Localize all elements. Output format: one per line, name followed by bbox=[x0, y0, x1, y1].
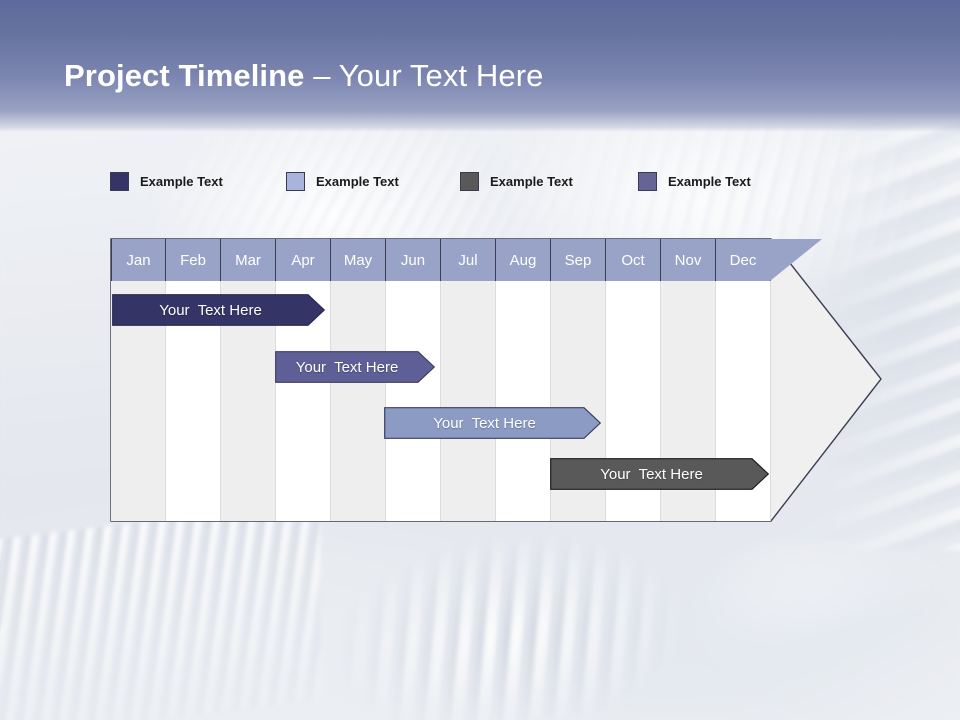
column-separator bbox=[165, 281, 166, 521]
timeline-task-bar[interactable]: Your Text Here bbox=[550, 458, 770, 490]
month-header-mar[interactable]: Mar bbox=[221, 239, 276, 281]
background-connector-pins-center bbox=[294, 509, 736, 720]
column-separator bbox=[220, 281, 221, 521]
timeline-month-column bbox=[496, 281, 551, 521]
legend: Example Text Example Text Example Text Exam… bbox=[110, 168, 810, 196]
column-separator bbox=[385, 281, 386, 521]
task-bar-label: Your Text Here bbox=[159, 301, 262, 319]
page-title: Project Timeline – Your Text Here bbox=[64, 58, 543, 94]
month-header-nov[interactable]: Nov bbox=[661, 239, 716, 281]
legend-color-swatch bbox=[638, 171, 657, 191]
legend-color-swatch bbox=[110, 171, 129, 191]
column-separator bbox=[440, 281, 441, 521]
task-bar-shape bbox=[550, 458, 770, 490]
timeline-month-column bbox=[386, 281, 441, 521]
timeline-month-column bbox=[331, 281, 386, 521]
legend-item-label: Example Text bbox=[316, 173, 399, 189]
legend-item: Example Text bbox=[110, 168, 223, 194]
legend-color-swatch bbox=[460, 171, 479, 191]
column-separator bbox=[550, 281, 551, 521]
legend-item: Example Text bbox=[286, 168, 399, 194]
legend-item-label: Example Text bbox=[140, 173, 223, 189]
month-header-apr[interactable]: Apr bbox=[276, 239, 331, 281]
month-header-jun[interactable]: Jun bbox=[386, 239, 441, 281]
column-separator bbox=[275, 281, 276, 521]
column-separator bbox=[605, 281, 606, 521]
legend-item-label: Example Text bbox=[668, 173, 751, 189]
month-header-aug[interactable]: Aug bbox=[496, 239, 551, 281]
timeline-task-bar[interactable]: Your Text Here bbox=[112, 294, 326, 326]
legend-item: Example Text bbox=[638, 168, 751, 194]
timeline-task-bar[interactable]: Your Text Here bbox=[275, 351, 436, 383]
legend-item-label: Example Text bbox=[490, 173, 573, 189]
timeline-task-bar[interactable]: Your Text Here bbox=[384, 407, 602, 439]
timeline-month-column bbox=[441, 281, 496, 521]
column-separator bbox=[330, 281, 331, 521]
month-header-jan[interactable]: Jan bbox=[111, 239, 166, 281]
month-header-jul[interactable]: Jul bbox=[441, 239, 496, 281]
month-header-arrow-tip bbox=[770, 239, 822, 281]
task-bar-label: Your Text Here bbox=[433, 414, 536, 432]
title-band bbox=[0, 0, 960, 132]
page-title-separator: – bbox=[304, 58, 339, 93]
month-header-oct[interactable]: Oct bbox=[606, 239, 661, 281]
column-separator bbox=[715, 281, 716, 521]
column-separator bbox=[770, 281, 771, 521]
task-bar-shape bbox=[112, 294, 326, 326]
task-bar-label: Your Text Here bbox=[295, 358, 399, 376]
page-title-bold: Project Timeline bbox=[64, 58, 305, 93]
month-header-sep[interactable]: Sep bbox=[551, 239, 606, 281]
legend-item: Example Text bbox=[460, 168, 573, 194]
column-separator bbox=[660, 281, 661, 521]
month-header-feb[interactable]: Feb bbox=[166, 239, 221, 281]
task-bar-shape bbox=[384, 407, 602, 439]
task-bar-label: Your Text Here bbox=[600, 465, 703, 483]
month-header-may[interactable]: May bbox=[331, 239, 386, 281]
background-component-block-right bbox=[700, 540, 960, 720]
month-header-arrow-tip-fill bbox=[770, 239, 822, 281]
page-title-light: Your Text Here bbox=[338, 58, 544, 93]
legend-color-swatch bbox=[286, 171, 305, 191]
month-header-dec[interactable]: Dec bbox=[716, 239, 771, 281]
column-separator bbox=[495, 281, 496, 521]
background-connector-pins-left bbox=[0, 499, 320, 720]
task-bar-shape bbox=[275, 351, 436, 383]
